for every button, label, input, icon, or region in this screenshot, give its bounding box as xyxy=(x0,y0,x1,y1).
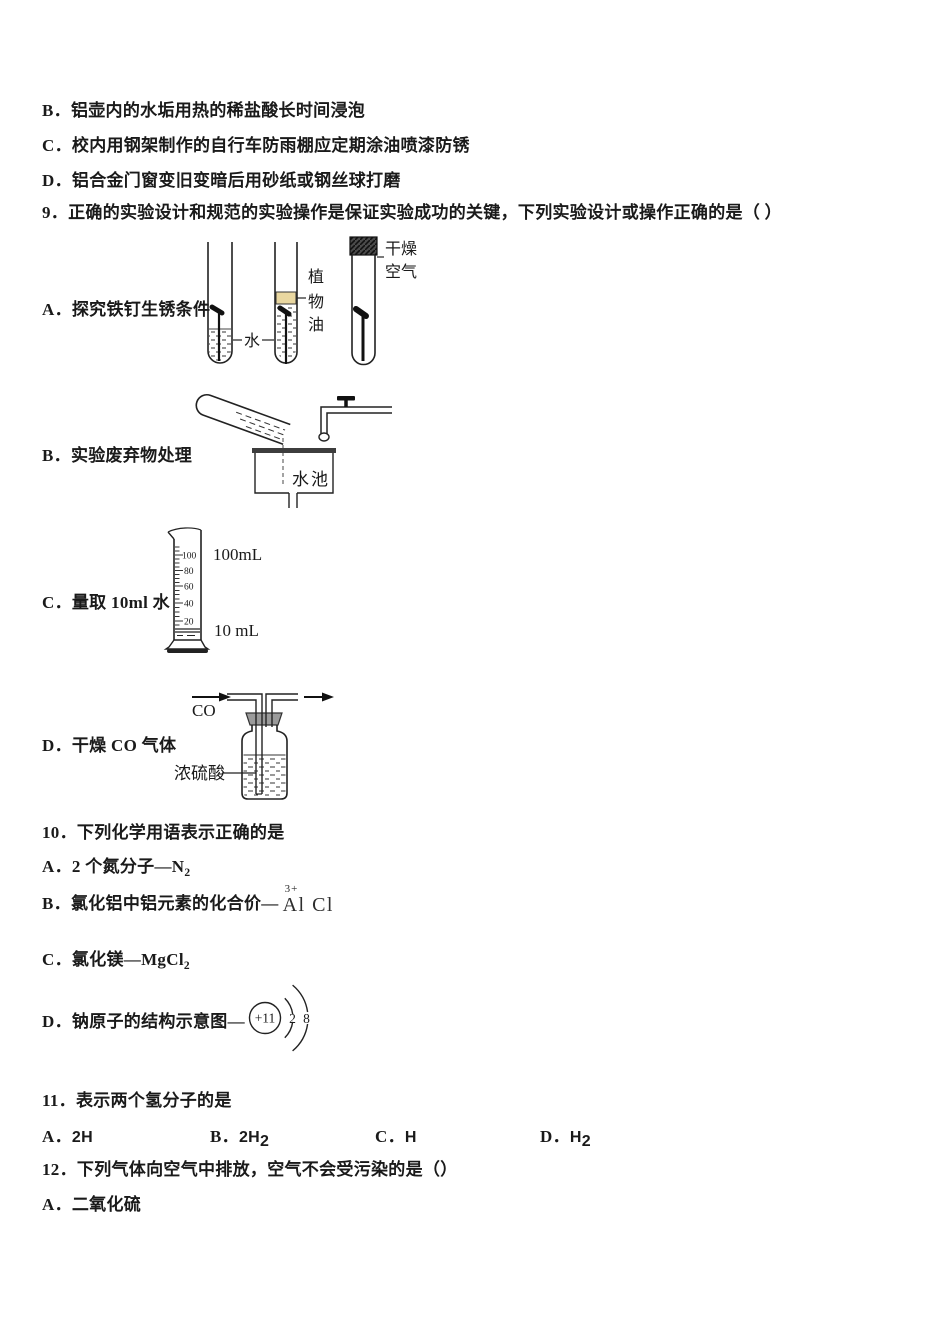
sink-icon: 水池 xyxy=(252,448,336,508)
option-letter: C． xyxy=(42,950,72,969)
shell-electron-count-2: 8 xyxy=(303,1011,310,1026)
option-letter: B． xyxy=(42,101,71,120)
q11-option-a: A．2H xyxy=(42,1126,93,1149)
vegetable-oil-label-char1: 植 xyxy=(308,268,324,286)
formula-subscript: 2 xyxy=(184,866,191,879)
sink-label: 水池 xyxy=(292,470,330,489)
q11-option-c: C．H xyxy=(375,1126,417,1149)
vegetable-oil-label-char3: 油 xyxy=(308,316,324,334)
option-text: 校内用钢架制作的自行车防雨棚应定期涂油喷漆防锈 xyxy=(71,136,470,155)
q12-stem: 12．下列气体向空气中排放，空气不会受污染的是（） xyxy=(42,1160,458,1179)
q8-option-c: C．校内用钢架制作的自行车防雨棚应定期涂油喷漆防锈 xyxy=(42,135,470,157)
shell-electron-count-1: 2 xyxy=(289,1011,296,1026)
co-gas-label: CO xyxy=(192,701,216,720)
scale-ticks xyxy=(175,546,183,626)
rubber-stopper-icon xyxy=(349,236,378,256)
q10-option-c: C．氯化镁—MgCl2 xyxy=(42,949,190,973)
acid-liquid xyxy=(243,755,286,798)
tick-label: 100 xyxy=(182,552,197,562)
valence-superscript: 3+ xyxy=(284,883,299,895)
dry-air-label-line1: 干燥 xyxy=(385,240,417,258)
option-text: 氯化镁—MgCl xyxy=(71,950,184,969)
test-tube-oil-icon xyxy=(274,242,298,364)
option-letter: C． xyxy=(42,136,72,155)
tick-label: 60 xyxy=(184,583,194,593)
formula: 2H xyxy=(71,1129,93,1146)
q8-option-b: B．铝壶内的水垢用热的稀盐酸长时间浸泡 xyxy=(42,100,365,122)
q11-stem: 11．表示两个氢分子的是 xyxy=(42,1091,232,1110)
bottle-stopper-icon xyxy=(245,712,283,726)
outlet-tube-icon xyxy=(265,693,298,727)
gas-washing-bottle-icon xyxy=(227,693,298,800)
q12-option-a: A．二氧化硫 xyxy=(42,1195,142,1214)
cylinder-volume-label: 10 mL xyxy=(214,621,259,640)
gas-drying-diagram: CO 浓硫酸 xyxy=(174,692,334,800)
q9-stem: 9．正确的实验设计和规范的实验操作是保证实验成功的关键，下列实验设计或操作正确的… xyxy=(42,203,782,222)
q9-option-c-label: C．量取 10ml 水 xyxy=(42,593,170,612)
iron-nail-icon xyxy=(209,304,225,361)
q8-option-d: D．铝合金门窗变旧变暗后用砂纸或钢丝球打磨 xyxy=(42,170,401,192)
graduated-cylinder-icon xyxy=(163,527,211,653)
valve-handle-icon xyxy=(337,396,355,401)
formula-subscript: 2 xyxy=(581,1132,591,1150)
nucleus-charge-label: +11 xyxy=(255,1011,276,1026)
water-label: 水 xyxy=(244,332,260,350)
test-tube-water-icon xyxy=(207,242,233,364)
tick-label: 80 xyxy=(184,567,194,577)
dry-air-label-line2: 空气 xyxy=(385,263,417,281)
measuring-cylinder-diagram: 100 80 60 40 20 100mL 10 mL xyxy=(163,527,262,653)
formula-base: Al Cl xyxy=(282,894,334,916)
option-letter: B． xyxy=(42,894,71,913)
electron-shell-arcs xyxy=(284,984,309,1052)
option-letter: A． xyxy=(42,857,72,876)
formula-subscript: 2 xyxy=(260,1132,270,1150)
gas-in-arrow-icon xyxy=(192,692,231,702)
test-tube-stoppered-icon xyxy=(349,236,378,366)
nucleus-circle xyxy=(248,1001,282,1035)
sodium-atom-diagram: +11 2 8 xyxy=(248,984,310,1052)
faucet-icon xyxy=(318,396,392,442)
iron-nail-icon xyxy=(277,305,292,364)
q9-option-a-label: A．探究铁钉生锈条件 xyxy=(42,300,211,319)
sulfuric-acid-label: 浓硫酸 xyxy=(174,764,225,783)
q11-option-b: B．2H2 xyxy=(210,1126,270,1150)
option-letter: A． xyxy=(42,1127,72,1146)
option-letter: B． xyxy=(210,1127,239,1146)
formula: H xyxy=(404,1129,417,1146)
q11-option-d: D．H2 xyxy=(540,1126,591,1150)
option-text: 2 个氮分子—N xyxy=(71,857,185,876)
vegetable-oil-label-char2: 物 xyxy=(308,293,324,311)
gas-out-arrow-icon xyxy=(304,692,334,702)
q10-option-b: B．氯化铝中铝元素的化合价— 3+ Al Cl xyxy=(42,883,334,916)
inlet-tube-icon xyxy=(227,693,263,794)
cylinder-capacity-label: 100mL xyxy=(213,545,262,564)
formula-subscript: 2 xyxy=(183,959,190,972)
tick-label: 40 xyxy=(184,600,194,610)
option-letter: D． xyxy=(540,1127,570,1146)
option-text: 铝合金门窗变旧变暗后用砂纸或钢丝球打磨 xyxy=(71,171,401,190)
iron-nail-icon xyxy=(353,306,369,361)
water-level-icon xyxy=(175,628,200,636)
option-text: 铝壶内的水垢用热的稀盐酸长时间浸泡 xyxy=(70,101,366,120)
q10-stem: 10．下列化学用语表示正确的是 xyxy=(42,823,285,842)
tick-label: 20 xyxy=(184,618,194,628)
q10-option-d: D．钠原子的结构示意图— xyxy=(42,1011,245,1033)
rusting-experiment-diagram: 水 植 物 油 干燥 空气 xyxy=(207,236,417,366)
pouring-test-tube-icon xyxy=(195,394,291,445)
valence-formula: 3+ Al Cl xyxy=(282,883,334,916)
option-letter: D． xyxy=(42,1012,72,1031)
formula: H xyxy=(569,1129,582,1146)
q10-option-a: A．2 个氮分子—N2 xyxy=(42,856,190,880)
option-text: 氯化铝中铝元素的化合价— xyxy=(70,894,279,913)
option-letter: D． xyxy=(42,171,72,190)
q9-option-d-label: D．干燥 CO 气体 xyxy=(42,736,177,755)
waste-disposal-diagram: 水池 xyxy=(195,394,392,508)
formula: 2H xyxy=(238,1129,261,1146)
option-text: 钠原子的结构示意图— xyxy=(71,1012,245,1031)
q9-option-b-label: B．实验废弃物处理 xyxy=(42,446,193,465)
option-letter: C． xyxy=(375,1127,405,1146)
